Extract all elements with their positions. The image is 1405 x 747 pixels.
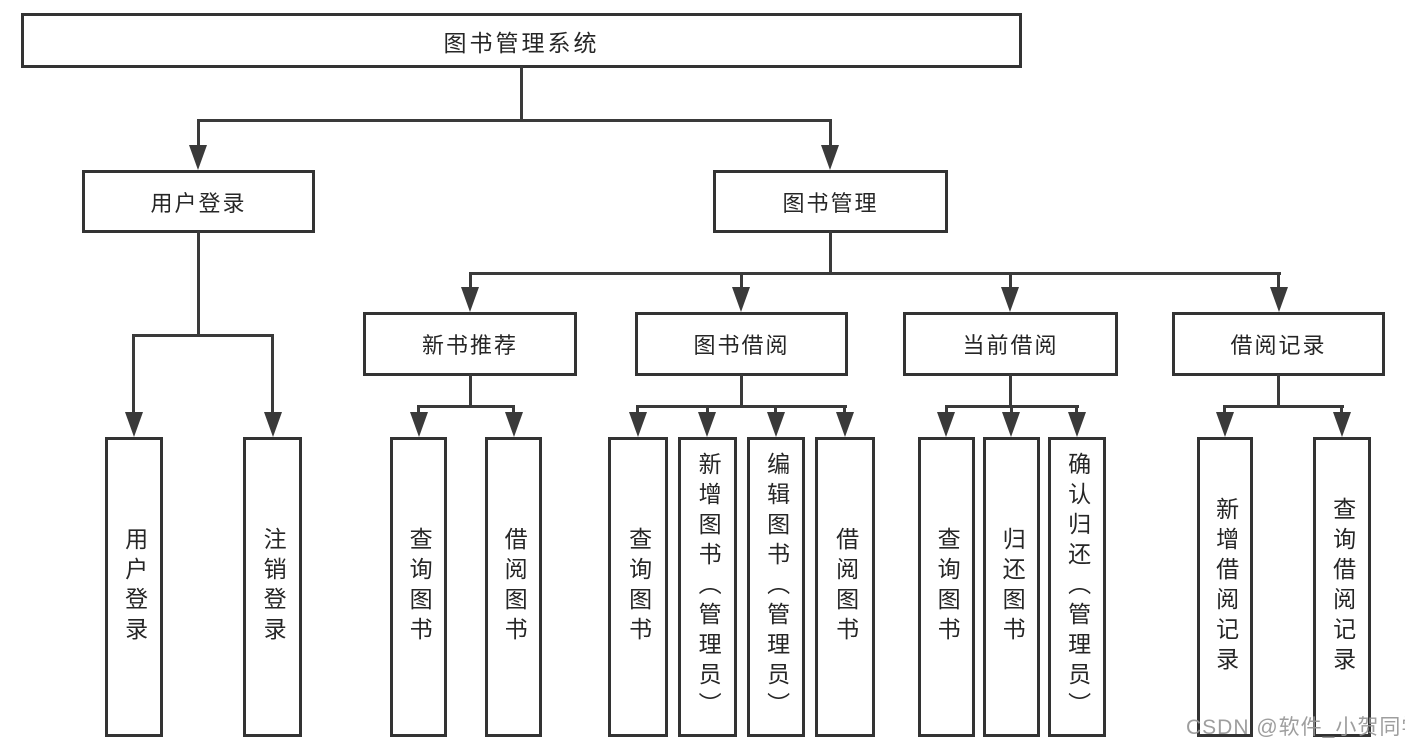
connector-level2-bus [197,119,832,122]
connector-level3-bus [469,272,1281,275]
node-leaf-user-login: 用户登录 [105,437,163,737]
node-leaf-add-books-admin: 新增图书（管理员） [678,437,737,737]
node-leaf-borrow-books: 借阅图书 [815,437,875,737]
connector-arrow-shaft [1010,405,1013,417]
arrowhead-icon [1068,412,1086,437]
arrowhead-icon [461,287,479,312]
connector-user-login-bus [132,334,274,337]
node-leaf-label: 注销登录 [260,527,287,647]
node-borrow-records: 借阅记录 [1172,312,1385,376]
node-leaf-query-books: 查询图书 [608,437,668,737]
node-borrow-records-label: 借阅记录 [1230,333,1327,358]
arrowhead-icon [937,412,955,437]
node-leaf-label: 查询图书 [934,527,961,647]
node-new-book-recommend: 新书推荐 [363,312,577,376]
arrowhead-icon [189,145,207,170]
node-leaf-query-books: 查询图书 [390,437,447,737]
connector-arrow-shaft [706,405,709,417]
arrowhead-icon [1333,412,1351,437]
node-leaf-label: 新增图书（管理员） [695,452,722,722]
connector-root-stem [520,66,523,121]
connector-arrow-shaft [417,405,420,417]
connector-arrow-shaft [132,334,135,416]
connector-arrow-shaft [197,119,200,147]
connector-arrow-shaft [1277,272,1280,290]
node-leaf-label: 用户登录 [121,527,148,647]
node-book-borrow: 图书借阅 [635,312,848,376]
connector-arrow-shaft [945,405,948,417]
connector-arrow-shaft [1223,405,1226,417]
arrowhead-icon [125,412,143,437]
connector-arrow-shaft [636,405,639,417]
connector-group-stem [1009,374,1012,408]
node-leaf-confirm-return-admin: 确认归还（管理员） [1048,437,1106,737]
connector-arrow-shaft [469,272,472,290]
connector-arrow-shaft [1075,405,1078,417]
arrowhead-icon [698,412,716,437]
arrowhead-icon [1001,287,1019,312]
arrowhead-icon [1216,412,1234,437]
node-leaf-label: 编辑图书（管理员） [763,452,790,722]
connector-arrow-shaft [271,334,274,416]
node-user-login-label: 用户登录 [150,190,247,216]
arrowhead-icon [767,412,785,437]
node-leaf-query-borrow-record: 查询借阅记录 [1313,437,1371,737]
connector-arrow-shaft [740,272,743,290]
node-book-borrow-label: 图书借阅 [693,333,790,358]
node-leaf-label: 确认归还（管理员） [1064,452,1091,722]
connector-group-stem [1277,374,1280,408]
arrowhead-icon [821,145,839,170]
node-user-login: 用户登录 [82,170,315,233]
node-leaf-query-books: 查询图书 [918,437,975,737]
connector-arrow-shaft [512,405,515,417]
connector-arrow-shaft [843,405,846,417]
arrowhead-icon [1270,287,1288,312]
connector-user-login-stem [197,231,200,336]
node-leaf-return-books: 归还图书 [983,437,1040,737]
arrowhead-icon [1002,412,1020,437]
node-leaf-label: 借阅图书 [501,527,528,647]
node-new-book-recommend-label: 新书推荐 [421,333,518,358]
arrowhead-icon [264,412,282,437]
node-library-system: 图书管理系统 [21,13,1022,68]
node-leaf-logout: 注销登录 [243,437,302,737]
node-leaf-label: 查询图书 [625,527,652,647]
node-leaf-label: 归还图书 [999,527,1026,647]
node-library-system-label: 图书管理系统 [443,29,600,56]
node-current-borrow: 当前借阅 [903,312,1118,376]
arrowhead-icon [836,412,854,437]
arrowhead-icon [505,412,523,437]
node-leaf-label: 查询借阅记录 [1329,497,1356,677]
node-book-management-label: 图书管理 [782,190,879,216]
connector-arrow-shaft [774,405,777,417]
node-leaf-borrow-books: 借阅图书 [485,437,542,737]
node-book-management: 图书管理 [713,170,948,233]
node-leaf-label: 借阅图书 [832,527,859,647]
node-current-borrow-label: 当前借阅 [962,333,1059,358]
connector-group-bus [1223,405,1344,408]
node-leaf-label: 查询图书 [406,527,433,647]
arrowhead-icon [410,412,428,437]
connector-arrow-shaft [1009,272,1012,290]
csdn-watermark: CSDN @软件_小贺同学 [1186,716,1405,739]
connector-arrow-shaft [1340,405,1343,417]
node-leaf-edit-books-admin: 编辑图书（管理员） [747,437,805,737]
node-leaf-add-borrow-record: 新增借阅记录 [1197,437,1253,737]
connector-group-bus [636,405,847,408]
connector-group-stem [469,374,472,408]
connector-book-mgmt-stem [829,231,832,274]
connector-group-bus [417,405,515,408]
arrowhead-icon [629,412,647,437]
connector-group-stem [740,374,743,408]
connector-arrow-shaft [829,119,832,147]
node-leaf-label: 新增借阅记录 [1212,497,1239,677]
arrowhead-icon [732,287,750,312]
